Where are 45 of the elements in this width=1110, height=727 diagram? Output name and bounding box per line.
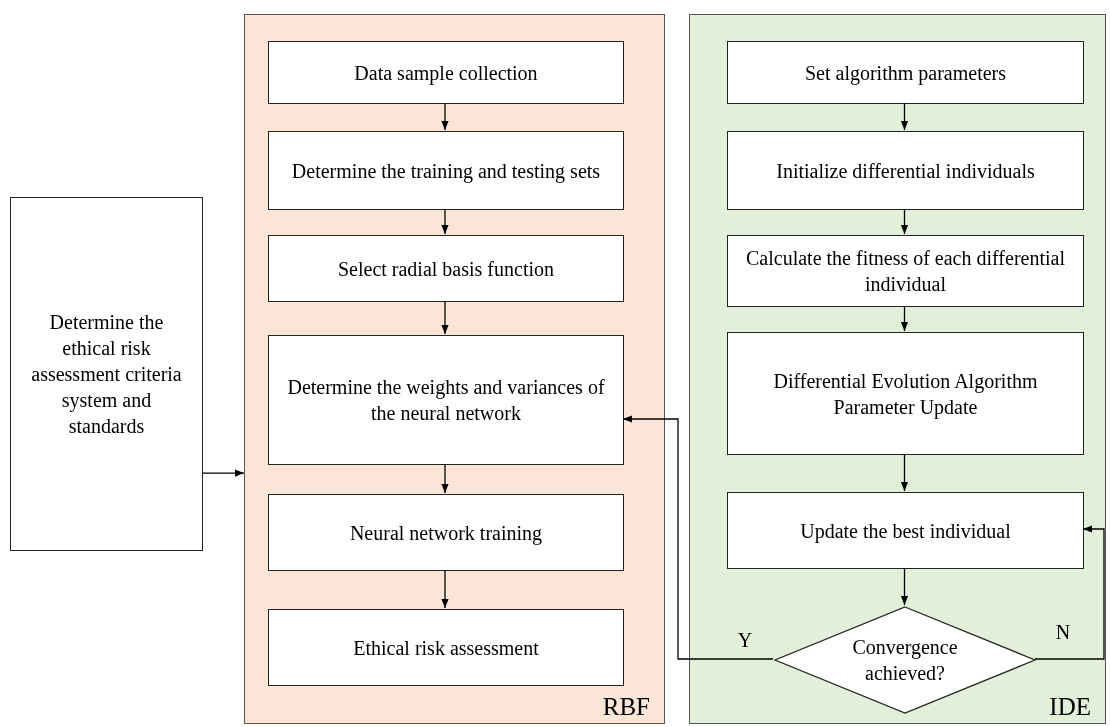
arrow: [622, 415, 774, 660]
process-text: Determine the training and testing sets: [291, 158, 601, 184]
process-box: [727, 131, 1084, 210]
decision-text: Convergence achieved?: [851, 635, 959, 686]
edge-label: Y: [737, 628, 753, 652]
process-box: [727, 235, 1084, 307]
arrow: [441, 102, 449, 131]
process-box: [727, 492, 1084, 569]
process-text: Select radial basis function: [337, 256, 554, 282]
arrow: [900, 567, 909, 606]
arrow: [202, 469, 245, 477]
process-text: Neural network training: [349, 520, 543, 546]
process-text: Calculate the fitness of each differential individual: [745, 246, 1066, 297]
process-text: Ethical risk assessment: [353, 635, 539, 661]
process-text: Initialize differential individuals: [776, 158, 1035, 184]
edge-label: N: [1055, 620, 1071, 644]
group-panel: [244, 14, 665, 724]
panel-title: RBF: [602, 693, 650, 721]
process-box: [268, 609, 624, 686]
arrow: [900, 102, 909, 131]
arrow: [441, 300, 449, 335]
process-box: [268, 494, 624, 571]
arrow: [900, 208, 909, 235]
panel-title: IDE: [1049, 693, 1091, 721]
arrow: [900, 453, 909, 492]
arrow: [441, 569, 449, 609]
process-box: [268, 41, 624, 104]
arrow: [441, 208, 449, 235]
arrow: [900, 305, 909, 332]
process-text: Data sample collection: [354, 60, 538, 86]
process-box: [268, 335, 624, 465]
arrow: [441, 463, 449, 494]
process-text: Update the best individual: [800, 518, 1011, 544]
decision-diamond: [774, 606, 1036, 714]
process-box: [268, 235, 624, 302]
process-text: Set algorithm parameters: [804, 60, 1006, 86]
process-box: [10, 197, 203, 551]
process-box: [268, 131, 624, 210]
group-panel: [689, 14, 1106, 724]
process-text: Differential Evolution Algorithm Parameter Update: [772, 368, 1039, 420]
process-text: Determine the weights and variances of the neural network: [286, 375, 606, 426]
process-text: Determine the ethical risk assessment criteria system and standards: [30, 310, 183, 439]
process-box: [727, 332, 1084, 455]
process-box: [727, 41, 1084, 104]
arrow: [1034, 525, 1105, 660]
